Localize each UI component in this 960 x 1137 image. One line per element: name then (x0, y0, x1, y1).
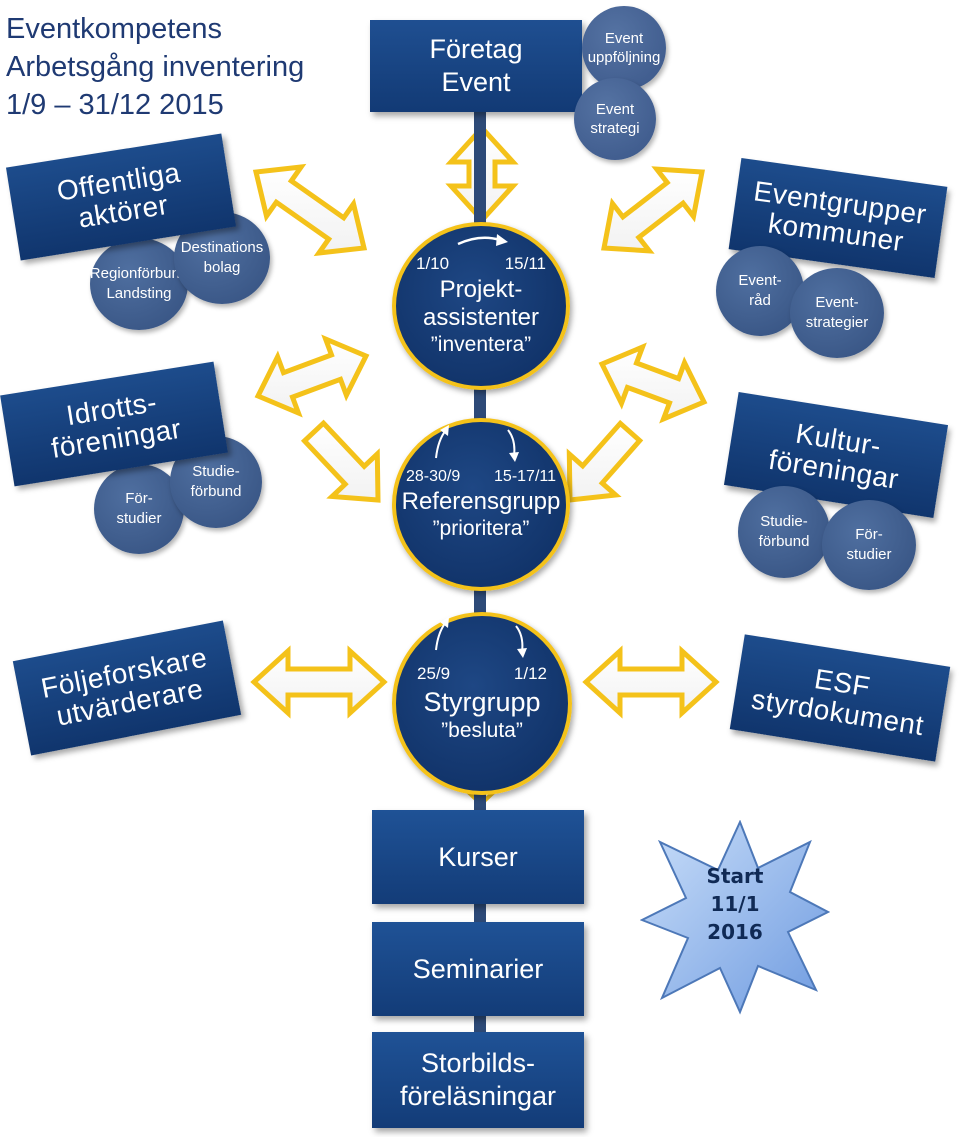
diagram-title: Eventkompetens Arbetsgång inventering 1/… (6, 10, 304, 124)
spine-top (474, 110, 486, 230)
stage-date-end: 1/12 (513, 663, 547, 683)
stage-date-end: 15/11 (504, 254, 546, 273)
stage-styrgrupp: 25/9 1/12 Styrgrupp ”besluta” (392, 612, 572, 795)
circle-text-1: För- (125, 490, 153, 507)
arrow-mid-right (598, 342, 708, 424)
stage-date-start: 28-30/9 (406, 467, 461, 485)
circle-forstudier-left: För- studier (94, 464, 184, 554)
title-line-1: Eventkompetens (6, 13, 223, 45)
top-box-foretag-event: Företag Event (370, 20, 582, 112)
stage-date-end: 15-17/11 (494, 467, 556, 485)
output-seminarier: Seminarier (372, 922, 584, 1016)
arrow-lower-left (250, 645, 388, 719)
circle-text-2: studier (116, 510, 162, 527)
stage-name-1: Styrgrupp (423, 686, 541, 717)
circle-text-2: råd (749, 292, 771, 309)
stage-verb: ”prioritera” (432, 516, 530, 540)
arrow-mid-left (254, 334, 370, 418)
circle-studieforbund-right: Studie- förbund (738, 486, 830, 578)
star-shape (640, 820, 830, 1015)
circle-text-2: förbund (758, 533, 810, 550)
circle-eventrad: Event- råd (716, 246, 804, 336)
stage-name-1: Projekt- (439, 276, 523, 303)
output-line-1: Kurser (438, 841, 518, 872)
circle-text-2: bolag (203, 259, 241, 276)
arrow-down-left (300, 419, 381, 503)
start-badge-text: Start 11/1 2016 (690, 862, 780, 946)
start-badge-line-1: Start (706, 864, 764, 888)
stage-dates: 25/9 1/12 (417, 664, 547, 684)
output-line-1: Storbilds- (420, 1048, 536, 1078)
arrow-lower-right (582, 645, 720, 719)
circle-text-2: studier (846, 546, 892, 563)
stage-projektassistenter: 1/10 15/11 Projekt- assistenter ”invente… (392, 222, 570, 390)
circle-text-1: Destinations (180, 239, 264, 256)
stage-name-1: Referensgrupp (401, 487, 561, 515)
start-badge-line-3: 2016 (707, 920, 763, 944)
circle-forstudier-right: För- studier (822, 500, 916, 590)
stage-verb: ”inventera” (430, 333, 532, 356)
circle-text-1: Studie- (192, 463, 240, 480)
stage-dates: 28-30/9 15-17/11 (406, 468, 556, 486)
output-line-2: föreläsningar (399, 1081, 557, 1111)
arrow-upper-left (252, 163, 368, 257)
circle-event-uppfoljning: Event uppföljning (582, 6, 666, 90)
output-line-1: Seminarier (412, 953, 544, 984)
circle-text-2: Landsting (106, 285, 172, 302)
circle-text-1: Event (604, 30, 644, 47)
circle-text-2: strategier (805, 314, 869, 331)
start-badge-line-2: 11/1 (710, 892, 760, 916)
output-kurser: Kurser (372, 810, 584, 904)
arrow-down-right (566, 419, 644, 503)
top-box-line-1: Företag (429, 34, 523, 64)
circle-regionforbund: Regionförbund Landsting (90, 238, 188, 330)
circle-text-1: Studie- (760, 513, 808, 530)
circle-text-2: uppföljning (587, 49, 661, 66)
arrow-upper-right (601, 166, 705, 254)
circle-text-1: Event (595, 101, 635, 118)
stage-date-start: 1/10 (416, 254, 450, 273)
stage-date-start: 25/9 (417, 663, 451, 683)
circle-text-1: Regionförbund (89, 265, 189, 282)
circle-text-1: Event- (738, 272, 782, 289)
circle-text-2: strategi (590, 120, 640, 137)
spine-middle (474, 380, 486, 430)
stage-dates: 1/10 15/11 (416, 254, 546, 274)
top-box-line-2: Event (441, 67, 511, 97)
stage-verb: ”besluta” (441, 718, 523, 742)
stage-name-2: assistenter (422, 304, 540, 331)
circle-eventstrategier: Event- strategier (790, 268, 884, 358)
circle-text-1: För- (855, 526, 883, 543)
title-line-2: Arbetsgång inventering (6, 51, 305, 83)
start-star-badge (640, 820, 830, 1015)
circle-event-strategi: Event strategi (574, 78, 656, 160)
circle-text-1: Event- (815, 294, 859, 311)
output-storbildsforelasningar: Storbilds- föreläsningar (372, 1032, 584, 1128)
title-line-3: 1/9 – 31/12 2015 (6, 89, 224, 121)
stage-referensgrupp: 28-30/9 15-17/11 Referensgrupp ”priorite… (392, 418, 570, 591)
circle-text-2: förbund (190, 483, 242, 500)
